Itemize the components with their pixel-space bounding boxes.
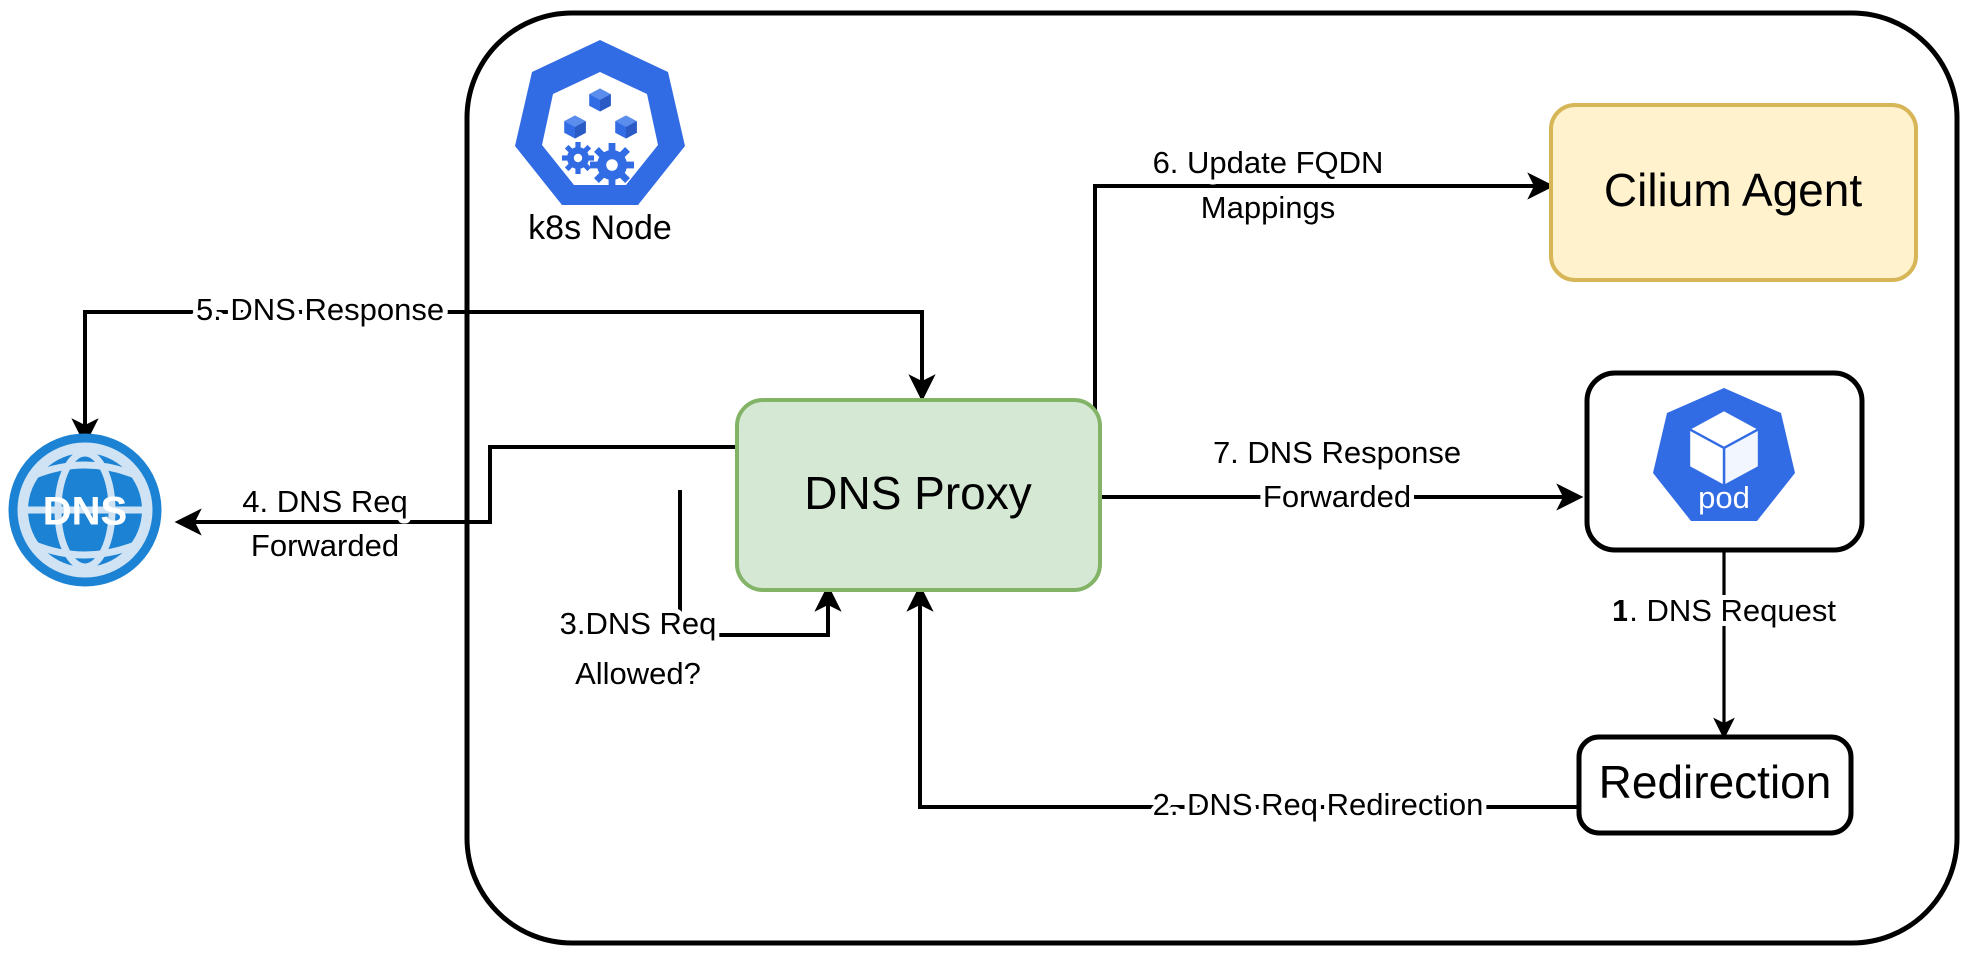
edge-label-step1-text: . DNS Request <box>1629 593 1836 628</box>
edge-label-step1-num: 1 <box>1612 593 1629 628</box>
dns-proxy-label: DNS Proxy <box>804 467 1031 519</box>
dns-label: DNS <box>43 490 127 534</box>
edge-step3-dns-req-allowed <box>678 490 842 637</box>
k8s-node-label: k8s Node <box>528 209 672 247</box>
cilium-agent-label: Cilium Agent <box>1604 164 1862 216</box>
edge-label-step4-line1: 4. DNS Req <box>242 484 407 519</box>
kubernetes-node-icon <box>515 40 685 205</box>
edge-label-step3-line2: Allowed? <box>575 656 701 691</box>
edge-label-step5: 5. DNS Response <box>196 292 444 327</box>
edge-label-step6-line2: Mappings <box>1201 190 1335 225</box>
edge-label-step1: 1. DNS Request <box>1612 593 1836 628</box>
edge-label-step7-line2: Forwarded <box>1263 479 1411 514</box>
edge-step2-dns-req-redirection <box>906 584 1577 809</box>
edge-label-step2: 2. DNS Req Redirection <box>1153 787 1484 822</box>
redirection-label: Redirection <box>1599 756 1832 808</box>
pod-icon-label: pod <box>1698 480 1750 515</box>
edge-label-step3-line1: 3.DNS Req <box>560 606 717 641</box>
cilium-agent-box[interactable] <box>1549 103 1918 282</box>
redirection-box[interactable] <box>1576 734 1854 836</box>
edge-label-step7-line1: 7. DNS Response <box>1213 435 1461 470</box>
dns-proxy-box[interactable] <box>735 398 1102 592</box>
kubernetes-pod-icon: pod <box>1653 388 1795 521</box>
edge-step6-update-fqdn-mappings <box>1093 172 1555 427</box>
dns-globe-icon: DNS <box>8 433 162 587</box>
edge-label-step4-line2: Forwarded <box>251 528 399 563</box>
edge-label-step6-line1: 6. Update FQDN <box>1153 145 1384 180</box>
edge-step4-dns-req-forwarded <box>174 445 737 536</box>
